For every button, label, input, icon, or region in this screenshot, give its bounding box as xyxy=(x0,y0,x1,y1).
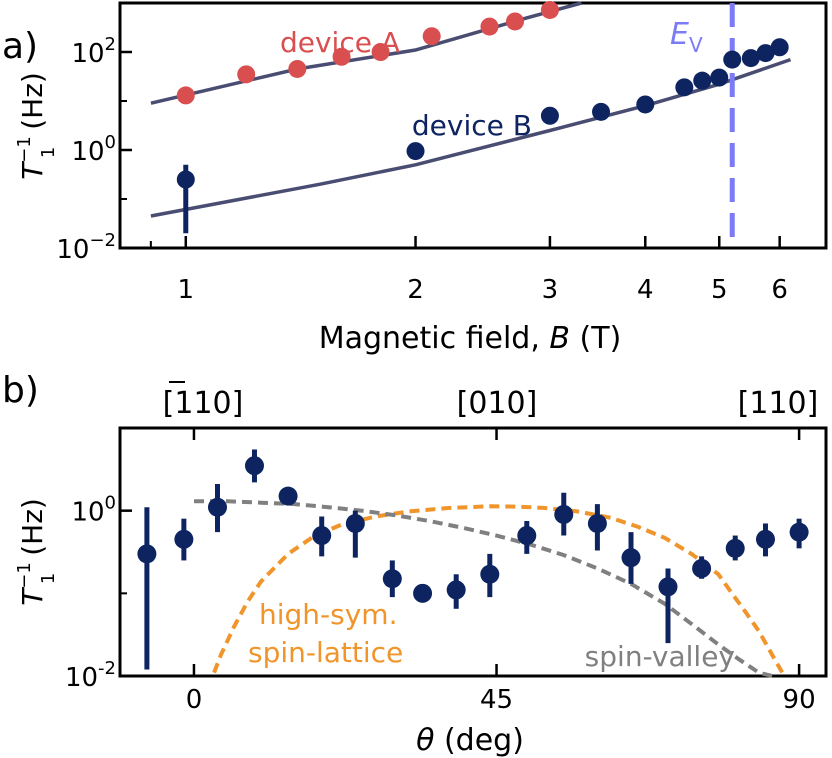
data-point xyxy=(174,529,194,549)
data-point xyxy=(517,526,537,546)
x-tick-label: 3 xyxy=(542,275,559,305)
ev-label: EV xyxy=(670,17,703,57)
device-a-point xyxy=(237,65,256,84)
device-a-point xyxy=(480,17,499,36)
data-point xyxy=(345,513,365,533)
spin-lattice-label-line1: high-sym. xyxy=(259,598,397,631)
data-point xyxy=(789,522,809,542)
panel-a-frame xyxy=(118,1,828,250)
device-b-point xyxy=(723,50,742,69)
panel-a-x-ticks: 1 2 3 4 5 6 xyxy=(149,236,788,305)
data-point xyxy=(446,580,466,600)
spin-lattice-curve xyxy=(212,504,785,674)
data-point xyxy=(244,456,264,476)
device-b-point xyxy=(406,142,425,161)
panel-b-x-ticks: 0 45 90 xyxy=(186,428,816,715)
y-tick-label: 100 xyxy=(71,132,116,167)
device-a-point xyxy=(506,12,525,31)
y-tick-label: 10-2 xyxy=(65,658,116,693)
top-tick-label-3: [110] xyxy=(738,386,819,421)
overbar-one: 1 xyxy=(174,386,193,421)
panel-a-points xyxy=(176,0,789,234)
device-a-point xyxy=(540,0,559,19)
x-tick-label: 6 xyxy=(771,275,788,305)
top-tick-label-2: [010] xyxy=(457,386,538,421)
panel-b: b) 0 45 90 10-2 100 [110] [010] [110] high-… xyxy=(2,370,828,758)
device-b-point xyxy=(693,71,712,90)
panel-a-x-axis-label: Magnetic field, B (T) xyxy=(319,321,622,356)
data-point xyxy=(692,558,712,578)
y-tick-label: 100 xyxy=(71,493,116,528)
device-b-point xyxy=(710,68,729,87)
panel-a-label: a) xyxy=(2,26,38,67)
top-tick-label-1: [110] xyxy=(163,386,244,421)
x-tick-label: 5 xyxy=(711,275,728,305)
panel-b-points xyxy=(137,449,809,670)
device-a-label: device A xyxy=(280,26,400,59)
data-point xyxy=(554,504,574,524)
device-b-point xyxy=(770,38,789,57)
device-a-point xyxy=(176,86,195,105)
device-b-point xyxy=(592,102,611,121)
device-b-point xyxy=(741,49,760,68)
x-tick-label: 90 xyxy=(783,685,816,715)
spin-lattice-label-line2: spin-lattice xyxy=(248,636,403,669)
data-point xyxy=(413,583,433,603)
spin-valley-curve xyxy=(194,499,773,678)
panel-b-frame xyxy=(118,426,828,678)
data-point xyxy=(137,544,157,564)
device-a-point xyxy=(288,59,307,78)
x-tick-label: 2 xyxy=(407,275,424,305)
panel-b-y-ticks: 10-2 100 xyxy=(65,427,132,693)
device-b-label: device B xyxy=(412,109,532,142)
data-point xyxy=(658,577,678,597)
panel-a: a) 1 2 3 4 5 6 10−2 100 102 device A device B E… xyxy=(2,0,828,356)
device-b-point xyxy=(756,44,775,63)
y-tick-label: 10−2 xyxy=(56,230,116,265)
data-point xyxy=(725,538,745,558)
data-point xyxy=(278,486,298,506)
device-b-point xyxy=(176,170,195,189)
y-tick-label: 102 xyxy=(71,34,116,69)
device-a-point xyxy=(332,47,351,66)
spin-valley-label: spin-valley xyxy=(585,640,735,673)
device-b-point xyxy=(675,78,694,97)
device-b-point xyxy=(636,95,655,114)
panel-b-theory-curves xyxy=(194,499,785,678)
panel-b-x-axis-label: θ (deg) xyxy=(416,723,524,758)
data-point xyxy=(312,526,332,546)
x-tick-label: 4 xyxy=(637,275,654,305)
x-tick-label: 45 xyxy=(480,685,513,715)
data-point xyxy=(755,529,775,549)
data-point xyxy=(207,497,227,517)
x-tick-label: 0 xyxy=(186,685,203,715)
panel-a-y-ticks: 10−2 100 102 xyxy=(56,34,132,265)
panel-b-label: b) xyxy=(2,370,39,411)
data-point xyxy=(480,564,500,584)
x-tick-label: 1 xyxy=(178,275,195,305)
device-b-point xyxy=(540,106,559,125)
device-a-point xyxy=(422,27,441,46)
data-point xyxy=(587,513,607,533)
device-a-point xyxy=(371,43,390,61)
data-point xyxy=(382,569,402,589)
data-point xyxy=(621,548,641,568)
